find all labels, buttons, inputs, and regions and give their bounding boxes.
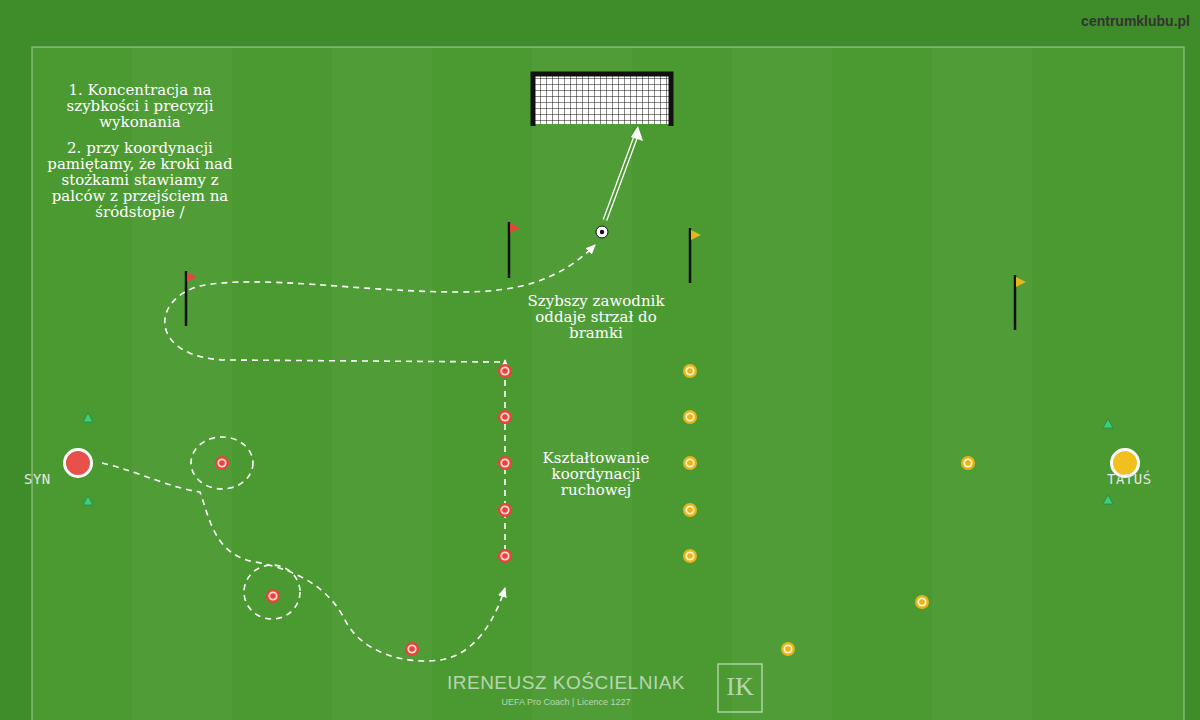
cone-marker [915,595,929,609]
goal-frame [533,74,671,126]
player-marker: SYN [63,448,93,478]
shot-head [631,126,643,141]
cone-marker [683,410,697,424]
cone-marker [266,589,280,603]
cone-marker [683,364,697,378]
goal-net [533,74,671,124]
ball-body [596,226,608,238]
drill-note: Szybszy zawodnik oddaje strzał do bramki [515,293,677,341]
cone-marker [215,456,229,470]
cone-marker [683,456,697,470]
cones-red [215,364,512,656]
player-name: TATUŚ [1107,471,1152,487]
player-marker: TATUŚ [1110,448,1140,478]
start-triangle [83,413,93,422]
pitch-stripes [132,47,1032,720]
flag-yellow [1016,277,1026,287]
shot-line [605,136,636,220]
cone-marker [961,456,975,470]
flag-red [187,272,197,282]
logo-frame [718,664,762,712]
shot-line [605,136,636,220]
coach-name: IRENEUSZ KOŚCIELNIAK [406,672,726,694]
cone-marker [498,410,512,424]
player-name: SYN [24,471,51,487]
flag-pole [1014,275,1017,330]
ball-patch [600,230,604,234]
cone-marker [498,456,512,470]
cone-marker [781,642,795,656]
shot-arrow [605,126,643,220]
dribble-path [102,463,505,661]
ball [596,226,608,238]
cone-marker [498,549,512,563]
flag-yellow [691,230,701,240]
pitch-outline [32,47,1184,720]
flag-red [510,223,520,233]
flag-pole [689,228,692,283]
watermark-url: centrumklubu.pl [1000,13,1190,29]
dribble-loop [191,437,253,489]
cone-marker [683,503,697,517]
cone-marker [683,549,697,563]
cone-marker [498,364,512,378]
run-paths [102,245,595,661]
coach-licence: UEFA Pro Coach | Licence 1227 [416,697,716,708]
start-markers [83,413,1113,505]
cone-marker [405,642,419,656]
coaching-note: 1. Koncentracja na szybkości i precyzji … [45,82,235,130]
coach-logo: IK [720,671,760,703]
start-triangle [1103,495,1113,504]
coaching-note: 2. przy koordynacji pamiętamy, że kroki … [45,140,235,220]
start-triangle [1103,419,1113,428]
cones-yellow [683,364,975,656]
pitch [32,47,1184,720]
cone-marker [498,503,512,517]
goal [533,74,671,126]
flag-pole [508,222,511,278]
drill-note: Kształtowanie koordynacji ruchowej [526,450,666,498]
start-triangle [83,496,93,505]
flag-pole [185,271,188,326]
